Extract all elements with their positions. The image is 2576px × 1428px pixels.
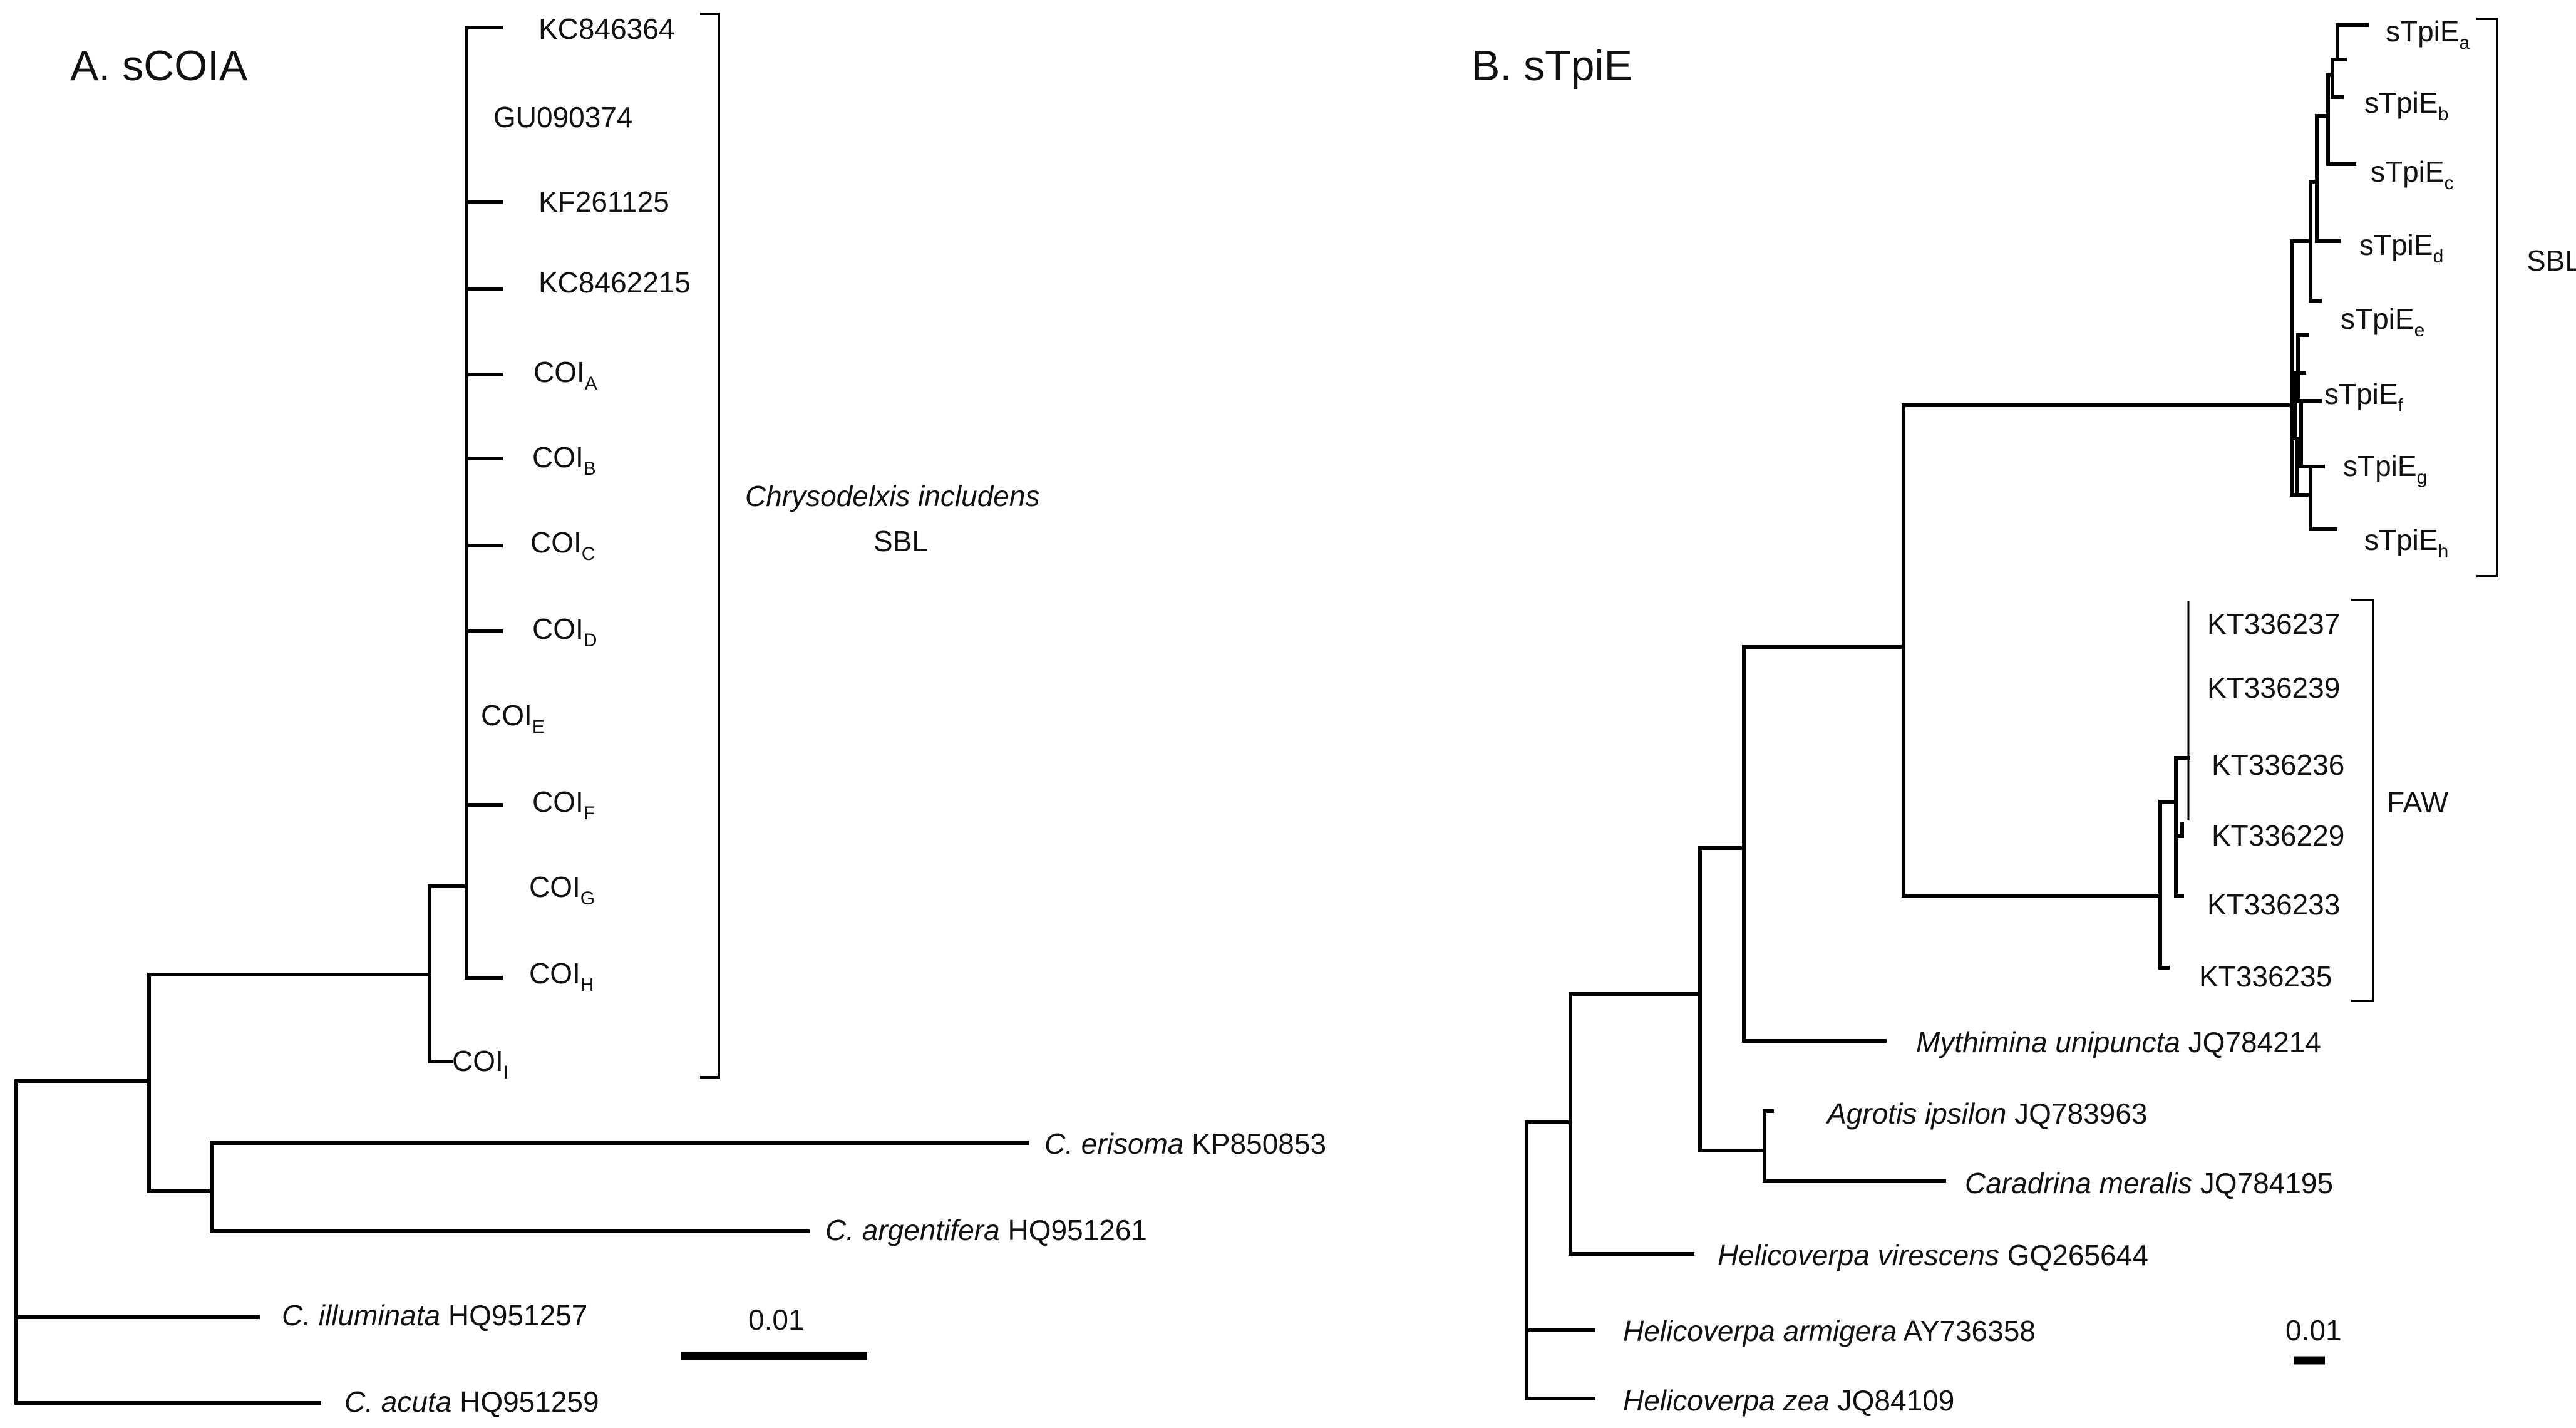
clade-species-label: Chrysodelxis includens — [745, 480, 1039, 512]
tip-stpie-a: sTpiEa — [2386, 15, 2470, 53]
panel-b-title: B. sTpiE — [1471, 42, 1632, 90]
tip-stpie-e: sTpiEe — [2341, 303, 2424, 341]
tip-h-zea: Helicoverpa zea JQ84109 — [1623, 1384, 1954, 1417]
clade-sbl-label: SBL — [2527, 244, 2576, 277]
tip-coi-b: COIB — [532, 441, 596, 479]
tip-kc8462215: KC8462215 — [538, 266, 691, 299]
tip-coi-h: COIH — [529, 957, 594, 995]
tip-coi-g: COIG — [529, 871, 595, 909]
tip-h-virescens: Helicoverpa virescens GQ265644 — [1718, 1239, 2148, 1271]
tip-caradrina: Caradrina meralis JQ784195 — [1965, 1167, 2333, 1199]
tip-kt336229: KT336229 — [2212, 819, 2344, 852]
tip-coi-i: COII — [452, 1045, 508, 1083]
tip-coi-f: COIF — [532, 785, 595, 824]
sbl-clade-bracket — [700, 13, 720, 1079]
clade-group-label: SBL — [873, 525, 928, 557]
panel-b-tree: B. sTpiE — [1471, 15, 2576, 1417]
tip-coi-e: COIE — [481, 699, 545, 737]
tip-c-illuminata: C. illuminata HQ951257 — [282, 1299, 587, 1332]
tip-c-erisoma: C. erisoma KP850853 — [1044, 1127, 1326, 1160]
tip-mythimna: Mythimina unipuncta JQ784214 — [1916, 1026, 2321, 1058]
scale-label-b: 0.01 — [2285, 1314, 2342, 1347]
tip-c-acuta: C. acuta HQ951259 — [344, 1385, 599, 1418]
tip-stpie-b: sTpiEb — [2364, 86, 2448, 125]
scale-label-a: 0.01 — [748, 1303, 805, 1336]
tip-kt336233: KT336233 — [2207, 888, 2340, 921]
tip-gu090374: GU090374 — [493, 101, 633, 133]
tip-coi-a: COIA — [533, 356, 597, 394]
panel-a-branches — [14, 26, 1029, 1405]
tip-kt336236: KT336236 — [2212, 748, 2344, 781]
tip-stpie-h: sTpiEh — [2364, 524, 2448, 562]
tip-coi-c: COIC — [530, 526, 595, 564]
clade-faw-label: FAW — [2387, 786, 2449, 819]
panel-b-branches — [1525, 23, 2369, 1400]
tip-coi-d: COID — [532, 613, 597, 651]
faw-bracket — [2351, 599, 2374, 1002]
tip-stpie-c: sTpiEc — [2371, 155, 2454, 194]
tip-kt336239: KT336239 — [2207, 671, 2340, 704]
tip-stpie-d: sTpiEd — [2359, 229, 2443, 267]
tip-stpie-f: sTpiEf — [2324, 378, 2404, 416]
tip-kf261125: KF261125 — [538, 185, 669, 218]
tip-kc846364: KC846364 — [538, 13, 674, 45]
panel-a-title: A. sCOIA — [70, 42, 248, 90]
tip-kt336235: KT336235 — [2199, 960, 2332, 993]
tip-stpie-g: sTpiEg — [2343, 450, 2427, 488]
tip-kt336237: KT336237 — [2207, 608, 2340, 640]
sbl-bracket-b — [2476, 18, 2498, 577]
panel-a-tree: A. sCOIA KC84 — [14, 13, 1326, 1418]
tip-h-armigera: Helicoverpa armigera AY736358 — [1623, 1315, 2036, 1347]
tip-c-argentifera: C. argentifera HQ951261 — [825, 1214, 1147, 1246]
tip-agrotis: Agrotis ipsilon JQ783963 — [1825, 1097, 2147, 1130]
